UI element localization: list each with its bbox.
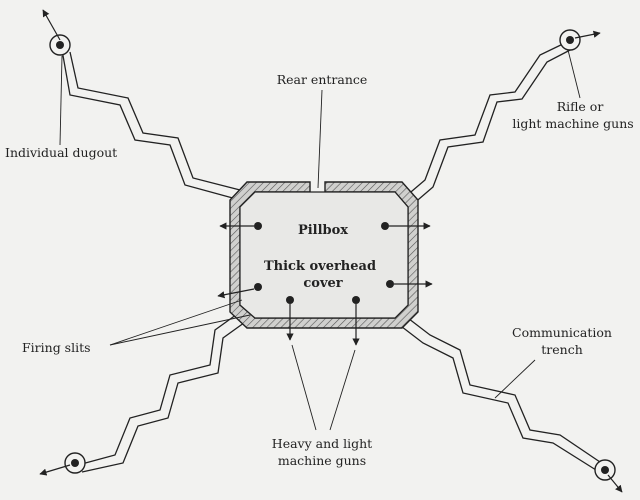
label-guns-line1: Heavy and light — [272, 436, 372, 451]
trench-ne — [404, 41, 575, 206]
dugout-ne — [559, 29, 601, 51]
dugout-sw — [39, 452, 86, 476]
gun-positions — [217, 222, 433, 346]
label-communication-line2: trench — [541, 342, 583, 357]
label-individual-dugout: Individual dugout — [5, 145, 117, 160]
dugout-se — [594, 459, 623, 493]
trench-sw — [77, 311, 249, 473]
leader-lines — [59, 49, 581, 431]
label-rifle-line1: Rifle or — [557, 99, 604, 114]
label-rifle-line2: light machine guns — [512, 116, 633, 131]
label-pillbox: Pillbox — [298, 223, 348, 238]
label-communication-line1: Communication — [512, 325, 612, 340]
label-firing-slits: Firing slits — [22, 340, 91, 355]
label-cover-line2: cover — [303, 276, 342, 291]
label-cover-line1: Thick overhead — [264, 259, 376, 274]
label-rear-entrance: Rear entrance — [277, 72, 368, 87]
pillbox-walls — [229, 181, 419, 329]
trench-se — [392, 311, 601, 471]
label-guns-line2: machine guns — [278, 453, 366, 468]
dugout-nw — [42, 9, 71, 56]
trench-nw — [61, 49, 241, 201]
